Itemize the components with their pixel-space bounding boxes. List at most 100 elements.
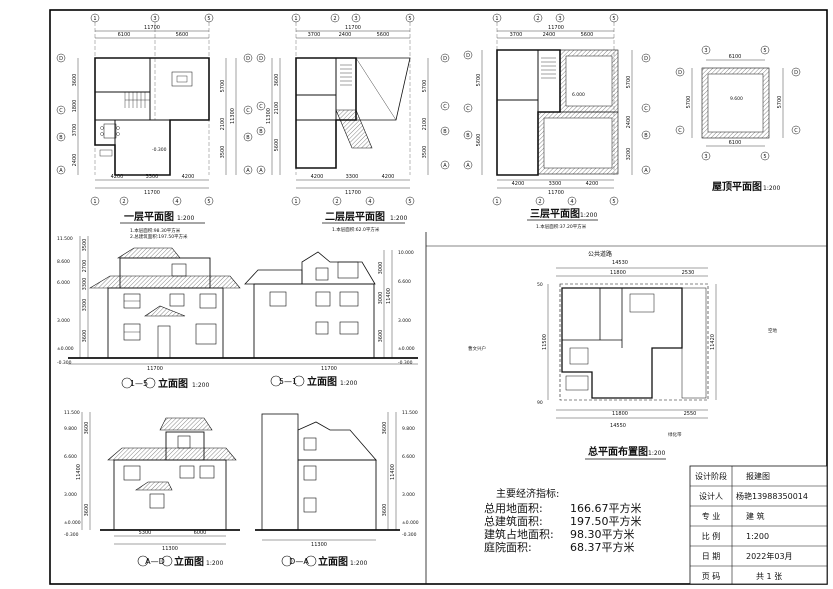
- axis-label: C: [644, 106, 648, 112]
- plan-note: 1.本层面积:37.20平方米: [536, 223, 587, 230]
- floor1-bottom-axes: 1 2 4 5: [90, 196, 214, 206]
- dimension: 1800: [72, 100, 78, 113]
- elevation-1-5: 11700 3500 2700 3300 3300 3600 11.500 8.…: [57, 236, 241, 390]
- dimension: 11800: [610, 270, 626, 276]
- axis-label: 1: [495, 199, 498, 205]
- axis-label: 1: [93, 16, 96, 22]
- dimension: 3000: [378, 262, 384, 275]
- dimension: 5700: [476, 74, 482, 87]
- plan-scale: 1:200: [177, 215, 194, 222]
- dimension: 11500: [542, 334, 548, 350]
- dimension: 6100: [729, 54, 742, 60]
- econ-value: 68.37平方米: [570, 540, 635, 554]
- dimension-total: 11400: [390, 464, 396, 480]
- axis-label: A: [246, 168, 250, 174]
- floor1-plan: 1 3 5 11700 6100 5600: [56, 13, 253, 240]
- dimension-total: 11700: [548, 190, 564, 196]
- floor3-plan: 1 2 3 5 11700 3700 2400 5600 6.000: [463, 13, 651, 230]
- elevation-scale: 1:200: [340, 380, 357, 387]
- plan-note: 1.本层面积:62.0平方米: [332, 226, 380, 233]
- level-mark: 6.000: [572, 92, 585, 98]
- plan-scale: 1:200: [763, 185, 780, 192]
- elevation-level: -0.300: [398, 360, 413, 366]
- axis-label: D: [443, 56, 447, 62]
- dimension: 50: [537, 282, 543, 288]
- econ-value: 98.30平方米: [570, 527, 635, 541]
- roof-plan: 3 5 6100 9.600 6100 3 5 5700 5700 D C D …: [675, 45, 801, 193]
- dimension-total: 14550: [610, 423, 626, 429]
- axis-label: A: [259, 168, 263, 174]
- elevation-level: 11.500: [64, 410, 80, 416]
- dimension: 3000: [378, 292, 384, 305]
- axis-label: 5: [612, 16, 615, 22]
- dimension-total: 11700: [345, 25, 361, 31]
- dimension: 4200: [382, 174, 395, 180]
- dimension: 2100: [422, 118, 428, 131]
- dimension: 3600: [82, 330, 88, 343]
- elevation-level: ±0.000: [64, 520, 81, 526]
- elevation-level: ±0.000: [57, 346, 74, 352]
- axis-label: A: [443, 163, 447, 169]
- elevation-title: 1—5 立面图 1:200: [121, 377, 209, 390]
- dimension: 2700: [82, 260, 88, 273]
- elevation-level: 3.000: [64, 492, 77, 498]
- axis-label: 3: [558, 16, 561, 22]
- axis-label: D: [259, 56, 263, 62]
- dimension: 3200: [626, 148, 632, 161]
- axis-label: A: [59, 168, 63, 174]
- elevation-title-text: 立面图: [307, 375, 337, 388]
- dimension: 2550: [684, 411, 697, 417]
- elevation-level: ±0.000: [398, 346, 415, 352]
- axis-label: 4: [175, 199, 178, 205]
- floor2-top-axes: 1 2 3 5: [291, 13, 415, 23]
- econ-label: 建筑占地面积:: [484, 527, 554, 541]
- elevation-level: -0.300: [57, 360, 72, 366]
- dimension: 3500: [82, 239, 88, 252]
- axis-label: 5: [763, 154, 766, 160]
- axis-label: 5: [763, 48, 766, 54]
- dimension-total: 11700: [321, 366, 337, 372]
- floor3-top-axes: 1 2 3 5: [492, 13, 619, 23]
- elevation-scale: 1:200: [350, 560, 367, 567]
- elevation-title-text: 立面图: [174, 555, 204, 568]
- plan-title: 一层平面图: [124, 211, 174, 223]
- axis-label: 5: [408, 199, 411, 205]
- dimension: 3600: [382, 504, 388, 517]
- tb-label: 比 例: [702, 531, 721, 541]
- greenbelt-label: 绿化带: [668, 431, 682, 438]
- axis-label: D: [678, 70, 682, 76]
- dimension-total: 11700: [147, 366, 163, 372]
- dimension: 3600: [274, 74, 280, 87]
- elevation-axis-label: D—A: [289, 557, 309, 566]
- dimension-total: 11300: [162, 546, 178, 552]
- floor3-bottom-axes: 1 2 4 5: [492, 196, 619, 206]
- axis-label: 5: [612, 199, 615, 205]
- axis-label: 1: [495, 16, 498, 22]
- axis-label: D: [246, 56, 250, 62]
- econ-heading: 主要经济指标:: [496, 487, 559, 500]
- axis-label: 3: [153, 16, 156, 22]
- axis-label: 3: [704, 48, 707, 54]
- dimension: 4200: [182, 174, 195, 180]
- dimension: 5600: [581, 32, 594, 38]
- plan-title: 三层平面图: [530, 208, 580, 220]
- dimension: 3300: [82, 299, 88, 312]
- dimension: 3700: [308, 32, 321, 38]
- axis-label: 1: [294, 16, 297, 22]
- axis-label: B: [466, 133, 470, 139]
- site-plan: 公共道路 14530 11800 2530 曹文兴户 空地 11800 2550…: [468, 250, 777, 460]
- dimension: 3300: [346, 174, 359, 180]
- dimension: 5700: [220, 80, 226, 93]
- elevation-level: 8.600: [57, 259, 70, 265]
- econ-label: 总用地面积:: [484, 501, 543, 515]
- dimension: 90: [537, 400, 543, 406]
- tb-label: 日 期: [702, 552, 721, 561]
- plan-scale: 1:200: [390, 215, 407, 222]
- elevation-level: 11.500: [57, 236, 73, 242]
- floor2-plan: 1 2 3 5 11700 3700 2400 5600: [256, 13, 450, 233]
- floor3-side-axes: D C B A D C B A: [463, 50, 651, 175]
- level-mark: -0.300: [152, 147, 167, 153]
- elevation-level: 6.600: [398, 279, 411, 285]
- axis-label: C: [246, 108, 250, 114]
- tb-label: 专 业: [702, 511, 721, 521]
